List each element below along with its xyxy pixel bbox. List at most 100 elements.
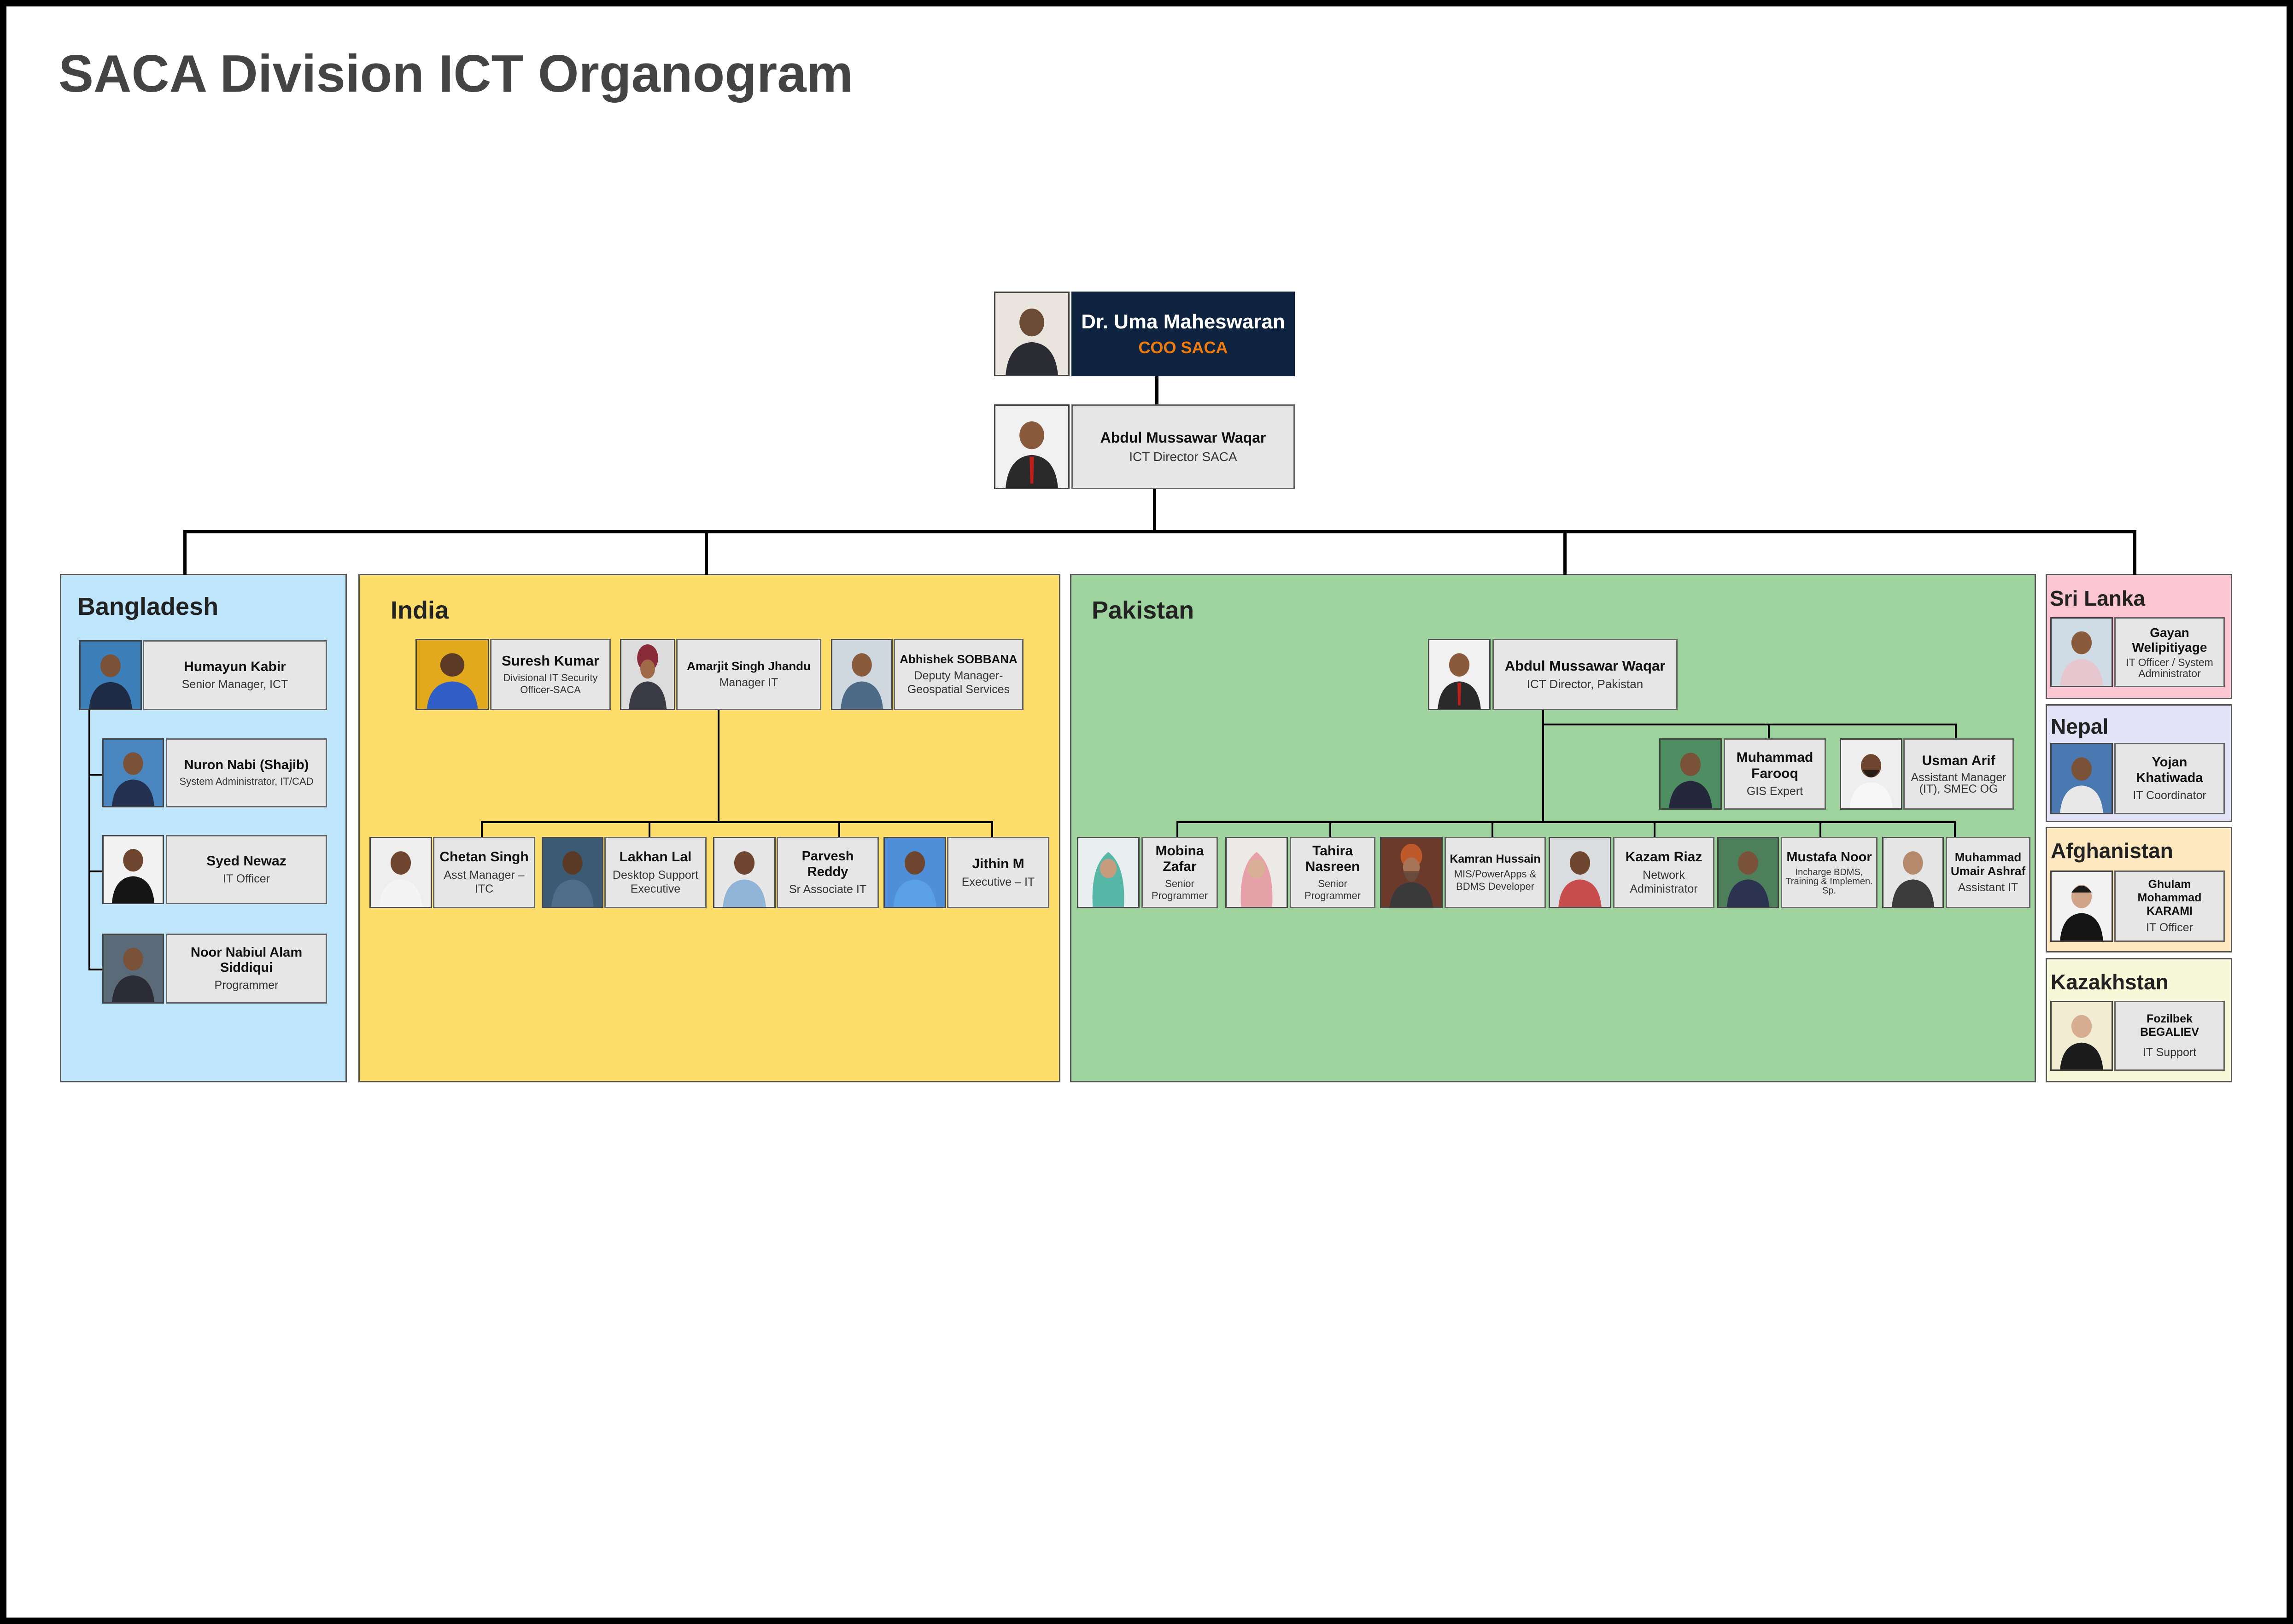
avatar xyxy=(883,837,946,908)
person-name: Ghulam Mohammad KARAMI xyxy=(2137,878,2202,917)
avatar xyxy=(1882,837,1944,908)
person-card: Fozilbek BEGALIEV IT Support xyxy=(2114,1001,2225,1071)
connector-line xyxy=(1954,821,1956,837)
person-role: Senior Programmer xyxy=(1304,877,1361,901)
person-card: Tahira Nasreen Senior Programmer xyxy=(1290,837,1375,908)
connector-line xyxy=(1819,821,1821,837)
person-name: Fozilbek BEGALIEV xyxy=(2140,1012,2199,1039)
connector-line xyxy=(183,530,187,575)
connector-line xyxy=(88,709,90,970)
person-card: Muhammad Umair Ashraf Assistant IT xyxy=(1946,837,2030,908)
avatar xyxy=(79,640,142,710)
person-name: Chetan Singh xyxy=(439,849,529,865)
avatar xyxy=(994,404,1070,489)
person-card: Yojan Khatiwada IT Coordinator xyxy=(2114,743,2225,814)
person-name: Abhishek SOBBANA xyxy=(900,652,1018,666)
person-card-ict-director: Abdul Mussawar Waqar ICT Director SACA xyxy=(1071,404,1295,489)
connector-line xyxy=(481,821,993,823)
person-name: Humayun Kabir xyxy=(184,659,286,674)
region-title-nepal: Nepal xyxy=(2051,714,2109,738)
avatar xyxy=(369,837,432,908)
person-name: Mobina Zafar xyxy=(1155,843,1204,875)
avatar xyxy=(542,837,603,908)
person-role: IT Coordinator xyxy=(2133,789,2206,802)
region-title-afghanistan: Afghanistan xyxy=(2051,839,2173,863)
person-name: Parvesh Reddy xyxy=(801,849,854,879)
person-name: Muhammad Umair Ashraf xyxy=(1950,850,2026,878)
person-name: Abdul Mussawar Waqar xyxy=(1504,658,1666,674)
avatar xyxy=(713,837,776,908)
avatar xyxy=(2050,617,2113,687)
person-role: Desktop Support Executive xyxy=(612,868,699,895)
person-card: Parvesh Reddy Sr Associate IT xyxy=(777,837,879,908)
person-card: Nuron Nabi (Shajib) System Administrator… xyxy=(166,738,327,807)
person-card: Kamran Hussain MIS/PowerApps & BDMS Deve… xyxy=(1445,837,1546,908)
person-role: Assistant Manager (IT), SMEC OG xyxy=(1911,771,2006,795)
region-title-kazakhstan: Kazakhstan xyxy=(2051,970,2169,994)
person-role: Divisional IT Security Officer-SACA xyxy=(503,672,598,696)
person-role: MIS/PowerApps & BDMS Developer xyxy=(1454,868,1537,892)
avatar xyxy=(1077,837,1140,908)
connector-line xyxy=(183,530,2136,533)
person-role: GIS Expert xyxy=(1746,785,1803,798)
person-role: ICT Director, Pakistan xyxy=(1527,677,1644,691)
avatar xyxy=(2050,743,2113,814)
person-card: Abhishek SOBBANA Deputy Manager-Geospati… xyxy=(894,639,1024,710)
region-title-pakistan: Pakistan xyxy=(1092,596,1194,624)
person-name: Noor Nabiul Alam Siddiqui xyxy=(190,945,303,975)
avatar xyxy=(994,292,1070,376)
avatar xyxy=(1549,837,1611,908)
person-name: Abdul Mussawar Waqar xyxy=(1100,429,1266,446)
connector-line xyxy=(1955,724,1957,739)
connector-line xyxy=(1563,530,1567,575)
person-card: Gayan Welipitiyage IT Officer / System A… xyxy=(2114,617,2225,687)
person-card: Humayun Kabir Senior Manager, ICT xyxy=(143,640,327,710)
person-card: Mobina Zafar Senior Programmer xyxy=(1141,837,1218,908)
person-card-coo: Dr. Uma Maheswaran COO SACA xyxy=(1071,292,1295,376)
avatar xyxy=(1840,738,1902,810)
connector-line xyxy=(705,530,708,575)
avatar xyxy=(1225,837,1288,908)
connector-line xyxy=(88,774,103,776)
person-role: Asst Manager – ITC xyxy=(444,868,525,895)
person-card: Lakhan Lal Desktop Support Executive xyxy=(604,837,707,908)
person-role: COO SACA xyxy=(1138,338,1228,357)
person-role: IT Support xyxy=(2142,1046,2197,1059)
connector-line xyxy=(1176,821,1956,823)
person-card: Jithin M Executive – IT xyxy=(947,837,1049,908)
connector-line xyxy=(1329,821,1331,837)
avatar xyxy=(2050,870,2113,942)
person-name: Yojan Khatiwada xyxy=(2136,755,2203,785)
connector-line xyxy=(1176,821,1178,837)
avatar xyxy=(102,934,164,1004)
person-role: System Administrator, IT/CAD xyxy=(179,776,314,788)
region-title-srilanka: Sri Lanka xyxy=(2050,586,2146,610)
connector-line xyxy=(1654,821,1655,837)
person-role: IT Officer xyxy=(223,872,270,886)
person-role: IT Officer / System Administrator xyxy=(2126,656,2213,680)
person-name: Syed Newaz xyxy=(206,853,287,869)
person-card: Mustafa Noor Incharge BDMS, Training & I… xyxy=(1781,837,1878,908)
person-role: Programmer xyxy=(214,979,279,992)
person-name: Tahira Nasreen xyxy=(1305,843,1360,875)
person-card: Suresh Kumar Divisional IT Security Offi… xyxy=(490,639,611,710)
connector-line xyxy=(1768,724,1770,739)
connector-line xyxy=(1542,709,1544,822)
avatar xyxy=(1428,639,1491,710)
person-name: Amarjit Singh Jhandu xyxy=(687,659,811,673)
person-role: Senior Manager, ICT xyxy=(181,678,288,691)
person-card: Kazam Riaz Network Administrator xyxy=(1613,837,1714,908)
connector-line xyxy=(1492,821,1493,837)
person-name: Kazam Riaz xyxy=(1625,849,1702,865)
person-card: Chetan Singh Asst Manager – ITC xyxy=(433,837,535,908)
avatar xyxy=(2050,1001,2113,1071)
connector-line xyxy=(481,821,483,837)
person-card: Amarjit Singh Jhandu Manager IT xyxy=(676,639,821,710)
person-card: Ghulam Mohammad KARAMI IT Officer xyxy=(2114,870,2225,942)
person-name: Jithin M xyxy=(972,856,1024,872)
connector-line xyxy=(2133,530,2136,575)
person-role: Network Administrator xyxy=(1630,868,1698,895)
avatar xyxy=(1659,738,1722,810)
connector-line xyxy=(991,821,993,837)
